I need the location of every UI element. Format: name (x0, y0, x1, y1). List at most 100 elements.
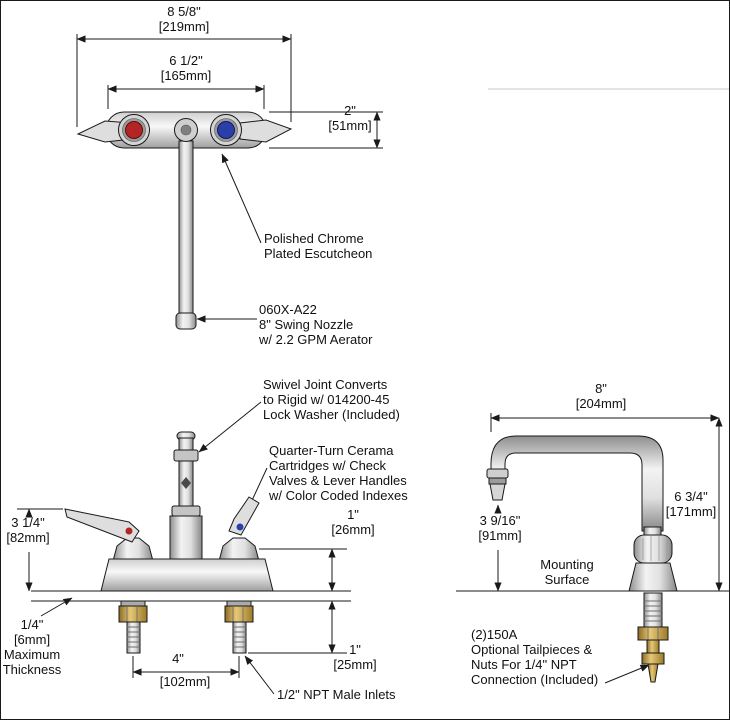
dim-handle-span-mm: [165mm] (160, 68, 212, 83)
dim-handle-height-mm: [82mm] (6, 530, 50, 545)
front-view (17, 431, 351, 678)
cartridge-callout-line2: Cartridges w/ Check (269, 458, 387, 473)
tailpiece-callout: (2)150A Optional Tailpieces & Nuts For 1… (471, 627, 598, 687)
dim-handle-span-label: 6 1/2" [165mm] (161, 53, 212, 83)
dim-handle-height-label: 3 1/4" [82mm] (6, 515, 49, 545)
dim-handle-height-lines (17, 508, 63, 592)
hot-index (125, 121, 143, 139)
cold-bonnet (218, 537, 260, 562)
escutcheon-front (100, 558, 274, 592)
cold-index (217, 121, 235, 139)
hot-bonnet (112, 537, 154, 562)
tailpiece-callout-line1: (2)150A (471, 627, 518, 642)
dim-outlet-height-mm: [91mm] (478, 528, 522, 543)
dim-inlet-centers-in: 4" (172, 651, 184, 666)
nozzle-callout-line2: 8" Swing Nozzle (259, 317, 354, 332)
dim-outlet-height-in: 3 9/16" (479, 513, 521, 528)
hot-index-front (125, 527, 133, 535)
hot-handle-hub (118, 114, 150, 146)
right-shank (224, 600, 254, 654)
riser-detail (181, 477, 191, 489)
dim-spout-height-in: 6 3/4" (674, 489, 708, 504)
tailpiece-callout-line4: Connection (Included) (471, 672, 599, 687)
dim-overall-width-mm: [219mm] (158, 19, 210, 34)
cold-handle-hub (210, 114, 242, 146)
mounting-surface-line1: Mounting (540, 557, 594, 572)
body-facets (642, 536, 668, 561)
aerator-top (175, 312, 197, 330)
cold-index-front (236, 523, 244, 531)
cartridge-callout-line4: w/ Color Coded Indexes (269, 488, 408, 503)
inlets-leader (244, 655, 275, 695)
aerator-side (486, 468, 509, 501)
tailpiece-callout-line2: Optional Tailpieces & (471, 642, 593, 657)
dim-spout-reach-in: 8" (595, 381, 607, 396)
top-view (76, 34, 383, 330)
dim-base-height-lines (259, 548, 347, 592)
dim-spout-height-mm: [171mm] (665, 504, 717, 519)
dim-depth-lines (269, 111, 383, 149)
dim-shank-length-in: 1" (349, 642, 361, 657)
swivel-collar (173, 449, 199, 462)
dim-inlet-centers-lines (132, 656, 240, 678)
dim-max-thickness-label: 1/4" [6mm] Maximum Thickness (3, 617, 62, 677)
escutcheon-callout: Polished Chrome Plated Escutcheon (264, 231, 372, 261)
tailpiece-callout-line3: Nuts For 1/4" NPT (471, 657, 577, 672)
tailpiece-leader (604, 664, 650, 684)
brass-tailpiece (641, 639, 665, 683)
dim-overall-width-label: 8 5/8" [219mm] (159, 4, 210, 34)
dim-overall-width-lines (76, 34, 292, 127)
dim-spout-height-label: 6 3/4" [171mm] (666, 489, 717, 519)
escutcheon-leader (221, 153, 262, 244)
dim-max-thickness-line3: Maximum (3, 647, 61, 662)
hot-lever-front (64, 508, 140, 543)
dim-max-thickness-line2: [6mm] (13, 632, 51, 647)
dim-handle-height-in: 3 1/4" (11, 515, 45, 530)
dim-spout-reach-mm: [204mm] (575, 396, 627, 411)
center-body (169, 515, 203, 562)
swing-nozzle-top (178, 140, 194, 316)
escutcheon-callout-line2: Plated Escutcheon (264, 246, 373, 261)
lower-collar (171, 505, 201, 517)
dim-inlet-centers-mm: [102mm] (159, 674, 211, 689)
body-flange (628, 562, 678, 592)
dim-depth-label: 2" [51mm] (328, 103, 371, 133)
dim-shank-length-label: 1" [25mm] (333, 642, 376, 672)
inlets-callout: 1/2" NPT Male Inlets (277, 687, 396, 702)
mounting-surface-label: Mounting Surface (540, 557, 593, 587)
dim-spout-reach-label: 8" [204mm] (576, 381, 627, 411)
dim-shank-length-mm: [25mm] (333, 657, 377, 672)
nozzle-callout-line1: 060X-A22 (259, 302, 317, 317)
thickness-leader (40, 597, 73, 617)
left-shank (118, 600, 148, 654)
swivel-callout-line1: Swivel Joint Converts (263, 377, 388, 392)
mounting-surface-line2: Surface (544, 572, 590, 587)
escutcheon-callout-line1: Polished Chrome (264, 231, 364, 246)
dim-depth-in: 2" (344, 103, 356, 118)
cold-lever-top (239, 119, 293, 143)
side-shank (637, 592, 669, 641)
nozzle-callout-line3: w/ 2.2 GPM Aerator (259, 332, 373, 347)
cartridge-callout-line3: Valves & Lever Handles (269, 473, 407, 488)
swing-spout-side (490, 435, 664, 532)
dim-overall-width-in: 8 5/8" (167, 4, 201, 19)
dim-base-height-in: 1" (347, 507, 359, 522)
dim-base-height-label: 1" [26mm] (331, 507, 374, 537)
body-bulb (633, 534, 673, 564)
side-view (456, 88, 729, 683)
dim-outlet-height-label: 3 9/16" [91mm] (478, 513, 521, 543)
swivel-leader (198, 401, 262, 453)
dim-depth-mm: [51mm] (328, 118, 372, 133)
dim-handle-span-lines (107, 85, 265, 109)
dim-base-height-mm: [26mm] (331, 522, 375, 537)
swivel-callout-line2: to Rigid w/ 014200-45 (263, 392, 390, 407)
spout-hub (174, 118, 198, 142)
cold-lever-front (228, 496, 260, 536)
dim-spout-reach-lines (490, 413, 720, 432)
dim-max-thickness-line1: 1/4" (20, 617, 44, 632)
swivel-callout-line3: Lock Washer (Included) (263, 407, 400, 422)
nozzle-callout: 060X-A22 8" Swing Nozzle w/ 2.2 GPM Aera… (259, 302, 372, 347)
dim-shank-length-lines (248, 600, 347, 654)
